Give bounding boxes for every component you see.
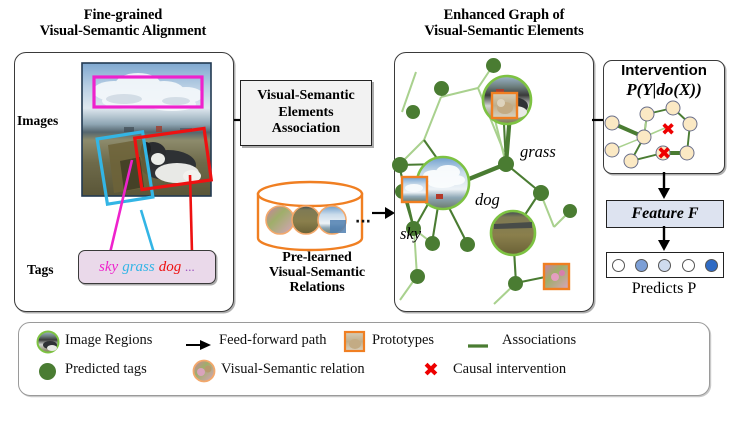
causal-graph [604,100,698,169]
legend-label-predicted-tags: Predicted tags [65,361,147,377]
left-title-line1: Fine-grained [83,7,163,23]
prelearned-line1: Pre-learned [282,250,352,265]
images-label: Images [17,113,59,128]
graph-node [508,276,523,291]
legend-label-image-regions: Image Regions [65,332,153,348]
relation-circle-icon [192,359,216,383]
prelearned-line3: Relations [289,280,345,296]
tag-dog: dog [158,258,182,275]
predict-dot [704,258,718,272]
graph-node [563,204,577,218]
prototype-sky [400,175,429,204]
prototype-dog [490,91,519,120]
tags-label: Tags [27,262,54,277]
arrow-right-icon [186,340,211,350]
tags-box: sky grass dog ... [78,250,216,284]
legend-label-prototypes: Prototypes [372,332,435,348]
graph-node [425,236,440,251]
predict-dot [635,258,649,272]
left-title-line2: Visual-Semantic Alignment [39,22,207,39]
green-line-icon [468,344,488,348]
predict-dot [612,258,626,272]
intervention-title: Intervention [621,62,707,79]
prototype-square-icon [343,330,366,353]
pre-learned-caption: Pre-learned Visual-Semantic Relations [242,250,392,295]
predicts-bar [606,252,724,278]
arrow-feature-to-predicts [658,226,670,251]
causal-intervention-x-icon: ✖ [657,144,672,164]
grass-bbox [95,129,155,207]
left-panel-title: Fine-grained Visual-Semantic Alignment [14,7,232,39]
legend-label-causal-intervention: Causal intervention [453,361,567,377]
legend-label-visual-semantic-relation: Visual-Semantic relation [221,361,365,377]
dog-region-node [415,155,471,211]
tag-sky: sky [99,258,119,275]
causal-intervention-x-icon: ✖ [661,120,676,140]
graph-node [460,237,475,252]
right-title-line2: Visual-Semantic Elements [424,22,584,39]
prelearned-line2: Visual-Semantic [269,265,365,281]
assoc-line2: Elements [278,104,334,120]
legend-label-feed-forward: Feed-forward path [219,332,327,348]
graph-node [392,157,408,173]
predict-dot [658,258,672,272]
graph-node [498,156,514,172]
region-to-tag-connectors [108,159,194,254]
graph-label-dog: dog [475,190,500,209]
source-image [81,62,214,207]
assoc-line3: Association [271,121,341,137]
svg-text:···: ··· [355,214,371,230]
graph-node [486,58,501,73]
right-panel-title: Enhanced Graph of Visual-Semantic Elemen… [388,7,620,39]
tag-ellipsis: ... [185,259,195,274]
graph-label-sky: sky [400,224,422,243]
feature-box: Feature F [606,200,724,228]
prototype-flower [542,262,571,291]
legend-label-associations: Associations [502,332,577,348]
graph-label-grass: grass [520,142,556,161]
right-title-line1: Enhanced Graph of [443,7,565,23]
green-dot-icon [39,363,56,380]
bottom-region-node [489,209,537,257]
predicts-label: Predicts P [631,280,697,297]
graph-node [410,269,425,284]
arrow-to-graph [372,207,395,219]
dog-bbox [132,126,214,192]
intervention-formula: P(Y|do(X)) [626,80,702,99]
graph-node [434,81,449,96]
assoc-line1: Visual-Semantic [257,88,355,104]
graph-node [406,221,421,236]
graph-node [533,185,549,201]
feature-label: Feature F [631,205,699,222]
predict-dot [681,258,695,272]
visual-semantic-elements-association-box: Visual-Semantic Elements Association [240,80,372,146]
pre-learned-relations-store: ··· [256,180,371,252]
sky-bbox [92,75,204,109]
image-region-circle-icon [36,330,60,354]
arrow-intervention-to-feature [658,172,670,199]
tag-grass: grass [122,258,155,275]
red-x-icon: ✖ [423,359,439,381]
graph-node [406,105,420,119]
